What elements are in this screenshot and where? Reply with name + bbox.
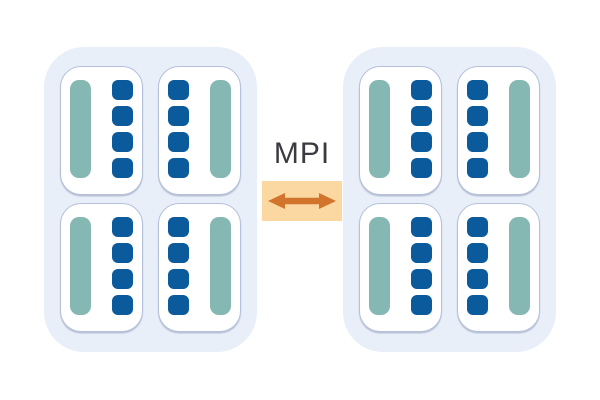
core: [411, 80, 432, 100]
core: [411, 295, 432, 315]
cpu-socket: [359, 66, 442, 195]
core: [112, 80, 133, 100]
core: [411, 269, 432, 289]
core: [112, 243, 133, 263]
core: [411, 217, 432, 237]
core: [411, 106, 432, 126]
core: [411, 132, 432, 152]
core: [411, 158, 432, 178]
core-column: [411, 217, 432, 315]
cpu-socket: [60, 203, 143, 332]
memory-bar: [369, 80, 390, 178]
core-column: [467, 80, 488, 178]
memory-bar: [210, 217, 231, 315]
core-column: [411, 80, 432, 178]
core: [411, 243, 432, 263]
core-column: [168, 217, 189, 315]
core: [168, 217, 189, 237]
cpu-socket: [60, 66, 143, 195]
cpu-socket: [158, 66, 241, 195]
memory-bar: [369, 217, 390, 315]
core: [112, 217, 133, 237]
memory-bar: [70, 217, 91, 315]
cpu-socket: [457, 66, 540, 195]
memory-bar: [509, 80, 530, 178]
core: [168, 106, 189, 126]
core: [112, 106, 133, 126]
core-column: [112, 217, 133, 315]
core-column: [467, 217, 488, 315]
cpu-socket: [359, 203, 442, 332]
core: [467, 158, 488, 178]
compute-node-right: [343, 47, 556, 352]
core: [168, 269, 189, 289]
core-column: [168, 80, 189, 178]
cpu-socket: [457, 203, 540, 332]
memory-bar: [509, 217, 530, 315]
core: [112, 158, 133, 178]
core: [112, 269, 133, 289]
core: [467, 295, 488, 315]
memory-bar: [70, 80, 91, 178]
core: [112, 132, 133, 152]
double-headed-arrow-icon: [268, 193, 336, 209]
core: [168, 295, 189, 315]
core: [112, 295, 133, 315]
compute-node-left: [44, 47, 257, 352]
core: [467, 80, 488, 100]
core: [467, 217, 488, 237]
cpu-socket: [158, 203, 241, 332]
core: [467, 243, 488, 263]
core: [467, 269, 488, 289]
memory-bar: [210, 80, 231, 178]
core: [168, 158, 189, 178]
core: [467, 106, 488, 126]
core: [168, 80, 189, 100]
core: [168, 243, 189, 263]
core: [467, 132, 488, 152]
mpi-label: MPI: [273, 137, 331, 170]
core-column: [112, 80, 133, 178]
mpi-interconnect-band: [262, 181, 342, 221]
core: [168, 132, 189, 152]
